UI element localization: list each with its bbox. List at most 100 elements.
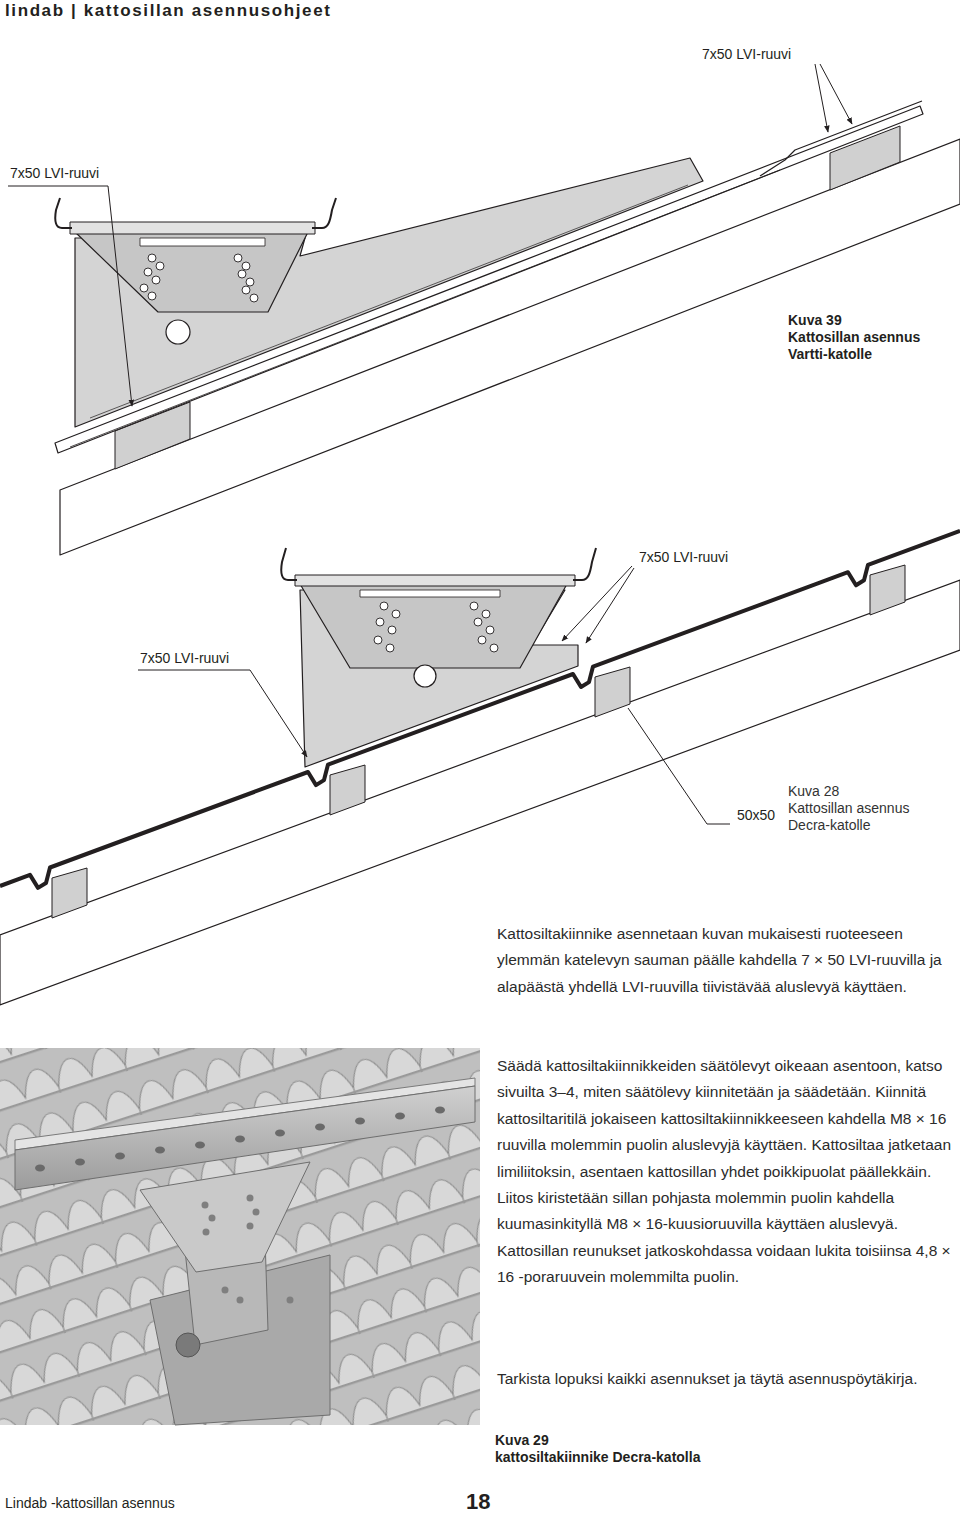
body-paragraph: Kattosiltakiinnike asennetaan kuvan muka… — [497, 921, 952, 1000]
bolt-holes — [246, 278, 254, 286]
rail-holes — [195, 1142, 205, 1149]
page-number: 18 — [466, 1489, 490, 1515]
rail-holes — [35, 1107, 445, 1172]
leader-lines — [138, 670, 307, 757]
bolt-holes — [247, 1195, 254, 1202]
leader-lines — [820, 64, 852, 124]
adjust-plate — [140, 1162, 310, 1272]
bracket-hole — [414, 665, 436, 687]
bolt-holes — [148, 254, 156, 262]
bolt-holes — [478, 636, 486, 644]
rail-face — [15, 1086, 475, 1190]
bolt-holes — [242, 286, 250, 294]
callout-label: 7x50 LVI-ruuvi — [700, 46, 793, 62]
batten — [870, 565, 905, 615]
leader-lines — [628, 708, 730, 824]
decra-sheet — [0, 531, 960, 888]
bolt-holes — [140, 284, 148, 292]
bolt-holes — [287, 1297, 294, 1304]
rail-slot — [140, 238, 265, 246]
figure-caption: Kattosillan asennus Decra-katolle — [788, 800, 938, 834]
bolt-holes — [486, 626, 494, 634]
rail-hook — [573, 548, 596, 580]
bolt-holes — [209, 1215, 216, 1222]
sheet-seam — [760, 101, 922, 176]
rail-hook — [281, 548, 297, 580]
bolt-holes — [374, 602, 498, 652]
bolt-holes — [253, 1209, 260, 1216]
bolt-holes — [203, 1229, 210, 1236]
leader-lines — [562, 566, 632, 641]
rail-holes — [155, 1147, 165, 1154]
bolt-holes — [202, 1195, 294, 1304]
vartti-figure — [55, 101, 960, 555]
rail-slot — [360, 590, 500, 597]
decra-figure — [0, 531, 960, 1005]
bolt-holes — [237, 1297, 244, 1304]
callout-label: 7x50 LVI-ruuvi — [8, 165, 101, 181]
leader-lines — [8, 186, 132, 406]
rail-hook — [55, 198, 72, 228]
sheet-seam — [70, 170, 780, 447]
roof-photo — [0, 1048, 480, 1425]
bolt-holes — [222, 1287, 229, 1294]
roof-sheet — [55, 106, 923, 453]
rail-holes — [235, 1136, 245, 1143]
grille-rail — [295, 575, 575, 586]
leader-lines — [815, 64, 828, 132]
bolt-holes — [140, 254, 258, 302]
callout-label: 7x50 LVI-ruuvi — [637, 549, 730, 565]
bolt-holes — [386, 644, 394, 652]
bolt-holes — [482, 610, 490, 618]
bolt-holes — [202, 1202, 209, 1209]
bolt-holes — [156, 262, 164, 270]
leader-lines — [8, 64, 852, 824]
grille-rail — [70, 222, 315, 234]
rail-holes — [75, 1159, 85, 1166]
bolt-holes — [148, 292, 156, 300]
body-paragraph: Säädä kattosiltakiinnikkeiden säätölevyt… — [497, 1053, 952, 1291]
roof-slab — [0, 580, 960, 1005]
bracket-hole — [166, 320, 190, 344]
bolt-holes — [374, 636, 382, 644]
rail-holes — [315, 1124, 325, 1131]
leader-lines — [586, 568, 634, 643]
adjust-plate — [75, 232, 308, 312]
bolt-holes — [152, 276, 160, 284]
figure-number: Kuva 28 — [788, 783, 948, 800]
bolt-holes — [388, 626, 396, 634]
figure-caption: kattosiltakiinnike Decra-katolla — [495, 1449, 935, 1466]
bolt-holes — [376, 618, 384, 626]
bolt-holes — [247, 1223, 254, 1230]
bolt-holes — [474, 618, 482, 626]
roof-slab — [60, 139, 960, 555]
figure-caption: Kattosillan asennus Vartti-katolle — [788, 329, 956, 363]
batten — [52, 868, 87, 918]
rail-holes — [435, 1107, 445, 1114]
batten — [330, 765, 365, 815]
roof-photo — [176, 1333, 200, 1357]
bracket-body — [75, 158, 703, 427]
rail-holes — [395, 1113, 405, 1120]
adjust-plate — [300, 584, 567, 668]
bolt-holes — [238, 270, 246, 278]
bolt-holes — [234, 254, 242, 262]
figure-number: Kuva 39 — [788, 312, 958, 329]
footer-text: Lindab -kattosillan asennus — [5, 1495, 175, 1511]
rail-holes — [355, 1118, 365, 1125]
rail-holes — [115, 1153, 125, 1160]
bolt-holes — [392, 610, 400, 618]
bolt-holes — [380, 602, 388, 610]
bolt-holes — [470, 602, 478, 610]
figure-number: Kuva 29 — [495, 1432, 935, 1449]
callout-label: 7x50 LVI-ruuvi — [138, 650, 231, 666]
bolt-holes — [144, 268, 152, 276]
rail-hook — [312, 198, 336, 228]
page-title: lindab | kattosillan asennusohjeet — [5, 1, 332, 21]
rail-holes — [35, 1165, 45, 1172]
dimension-label: 50x50 — [735, 807, 777, 823]
rail-holes — [275, 1130, 285, 1137]
bolt-holes — [242, 262, 250, 270]
